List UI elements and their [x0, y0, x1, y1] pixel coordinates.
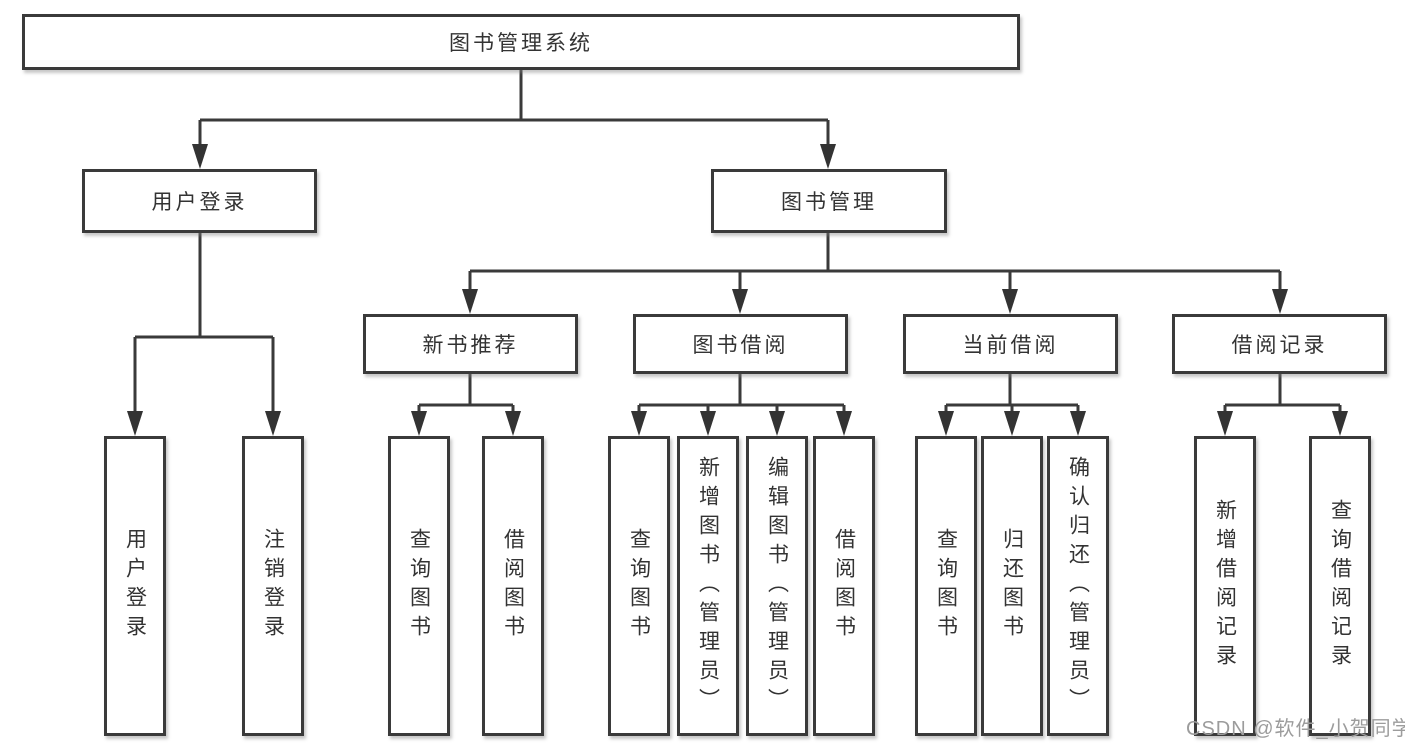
leaf-label: 确认归还（管理员）: [1066, 455, 1090, 717]
node-borrowing-records: 借阅记录: [1172, 314, 1387, 374]
node-label: 借阅记录: [1231, 334, 1328, 357]
leaf-return-books: 归还图书: [981, 436, 1043, 736]
leaf-query-borrow-record: 查询借阅记录: [1309, 436, 1371, 736]
node-book-borrowing: 图书借阅: [633, 314, 848, 374]
node-new-book-recommendation: 新书推荐: [363, 314, 578, 374]
leaf-add-borrow-record: 新增借阅记录: [1194, 436, 1256, 736]
leaf-query-books-current: 查询图书: [915, 436, 977, 736]
node-label: 图书管理: [781, 191, 877, 214]
leaf-query-books-recommend: 查询图书: [388, 436, 450, 736]
leaf-label: 新增借阅记录: [1213, 499, 1237, 673]
leaf-borrow-books-recommend: 借阅图书: [482, 436, 544, 736]
node-label: 新书推荐: [422, 334, 519, 357]
node-label: 用户登录: [151, 191, 248, 214]
leaf-label: 借阅图书: [501, 528, 525, 644]
leaf-user-login: 用户登录: [104, 436, 166, 736]
leaf-label: 查询图书: [407, 528, 431, 644]
node-user-login: 用户登录: [82, 169, 317, 233]
node-library-management-system: 图书管理系统: [22, 14, 1020, 70]
node-current-borrowing: 当前借阅: [903, 314, 1118, 374]
leaf-label: 注销登录: [261, 528, 285, 644]
leaf-label: 用户登录: [123, 528, 147, 644]
leaf-borrow-books-borrowing: 借阅图书: [813, 436, 875, 736]
leaf-query-books-borrowing: 查询图书: [608, 436, 670, 736]
leaf-label: 新增图书（管理员）: [696, 455, 720, 717]
leaf-edit-book-admin: 编辑图书（管理员）: [746, 436, 808, 736]
leaf-add-book-admin: 新增图书（管理员）: [677, 436, 739, 736]
leaf-label: 归还图书: [1000, 528, 1024, 644]
node-book-management: 图书管理: [711, 169, 947, 233]
leaf-label: 借阅图书: [832, 528, 856, 644]
leaf-label: 查询图书: [934, 528, 958, 644]
leaf-logout: 注销登录: [242, 436, 304, 736]
csdn-watermark: CSDN @软件_小贺同学: [1186, 718, 1405, 740]
leaf-confirm-return-admin: 确认归还（管理员）: [1047, 436, 1109, 736]
leaf-label: 编辑图书（管理员）: [765, 455, 789, 717]
leaf-label: 查询借阅记录: [1328, 499, 1352, 673]
leaf-label: 查询图书: [627, 528, 651, 644]
node-label: 图书管理系统: [449, 32, 593, 55]
node-label: 图书借阅: [692, 334, 789, 357]
node-label: 当前借阅: [962, 334, 1059, 357]
